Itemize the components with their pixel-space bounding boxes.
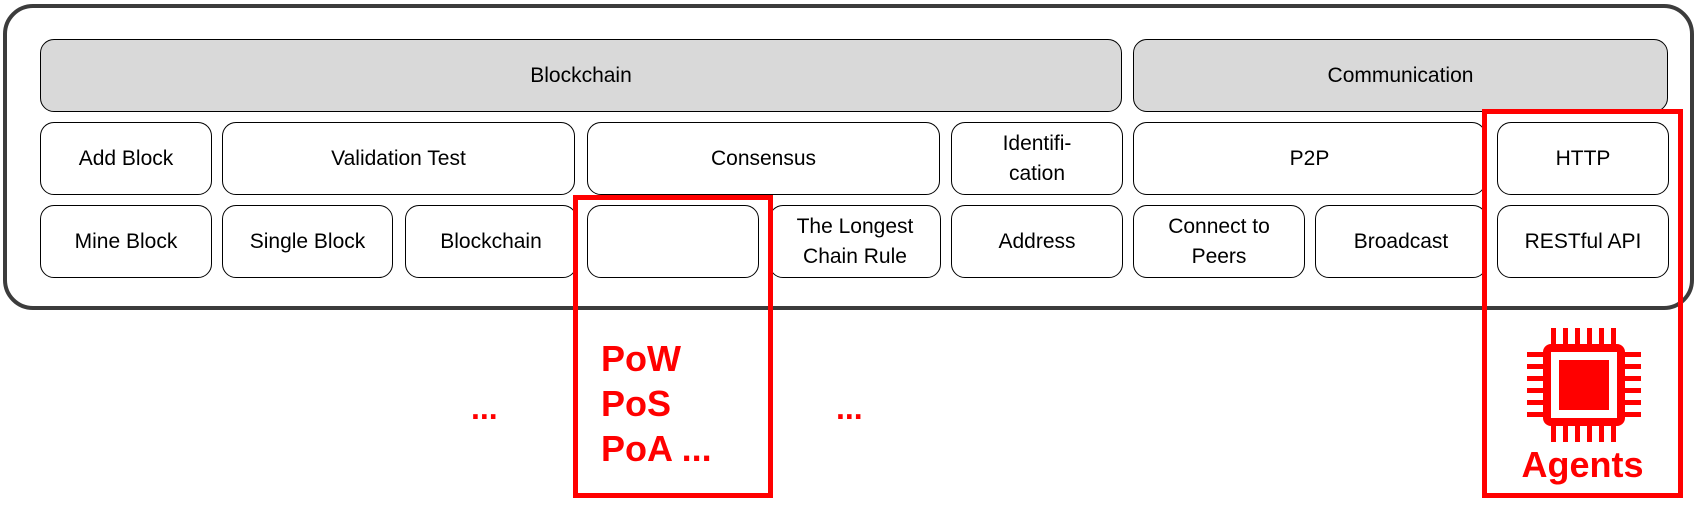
ellipsis-mid: ... [836, 390, 863, 426]
validation-test-box: Validation Test [222, 122, 575, 195]
address-box: Address [951, 205, 1123, 278]
add-block-box: Add Block [40, 122, 212, 195]
agents-label: Agents [1521, 444, 1644, 485]
single-block-box: Single Block [222, 205, 393, 278]
consensus-method-highlight [573, 195, 773, 498]
communication-header: Communication [1133, 39, 1668, 112]
architecture-frame [3, 4, 1694, 310]
connect-peers-box: Connect to Peers [1133, 205, 1305, 278]
p2p-box: P2P [1133, 122, 1486, 195]
ellipsis-left: ... [471, 390, 498, 426]
broadcast-box: Broadcast [1315, 205, 1487, 278]
blockchain-header: Blockchain [40, 39, 1122, 112]
blockchain-validation-box: Blockchain [405, 205, 577, 278]
consensus-box: Consensus [587, 122, 940, 195]
cpu-chip-icon [1527, 328, 1641, 442]
consensus-method-slot [587, 205, 759, 278]
identification-box: Identifi- cation [951, 122, 1123, 195]
longest-chain-box: The Longest Chain Rule [769, 205, 941, 278]
agents-highlight [1482, 109, 1683, 498]
consensus-methods-list: PoW PoS PoA ... [601, 338, 712, 469]
mine-block-box: Mine Block [40, 205, 212, 278]
restful-api-box: RESTful API [1497, 205, 1669, 278]
http-box: HTTP [1497, 122, 1669, 195]
